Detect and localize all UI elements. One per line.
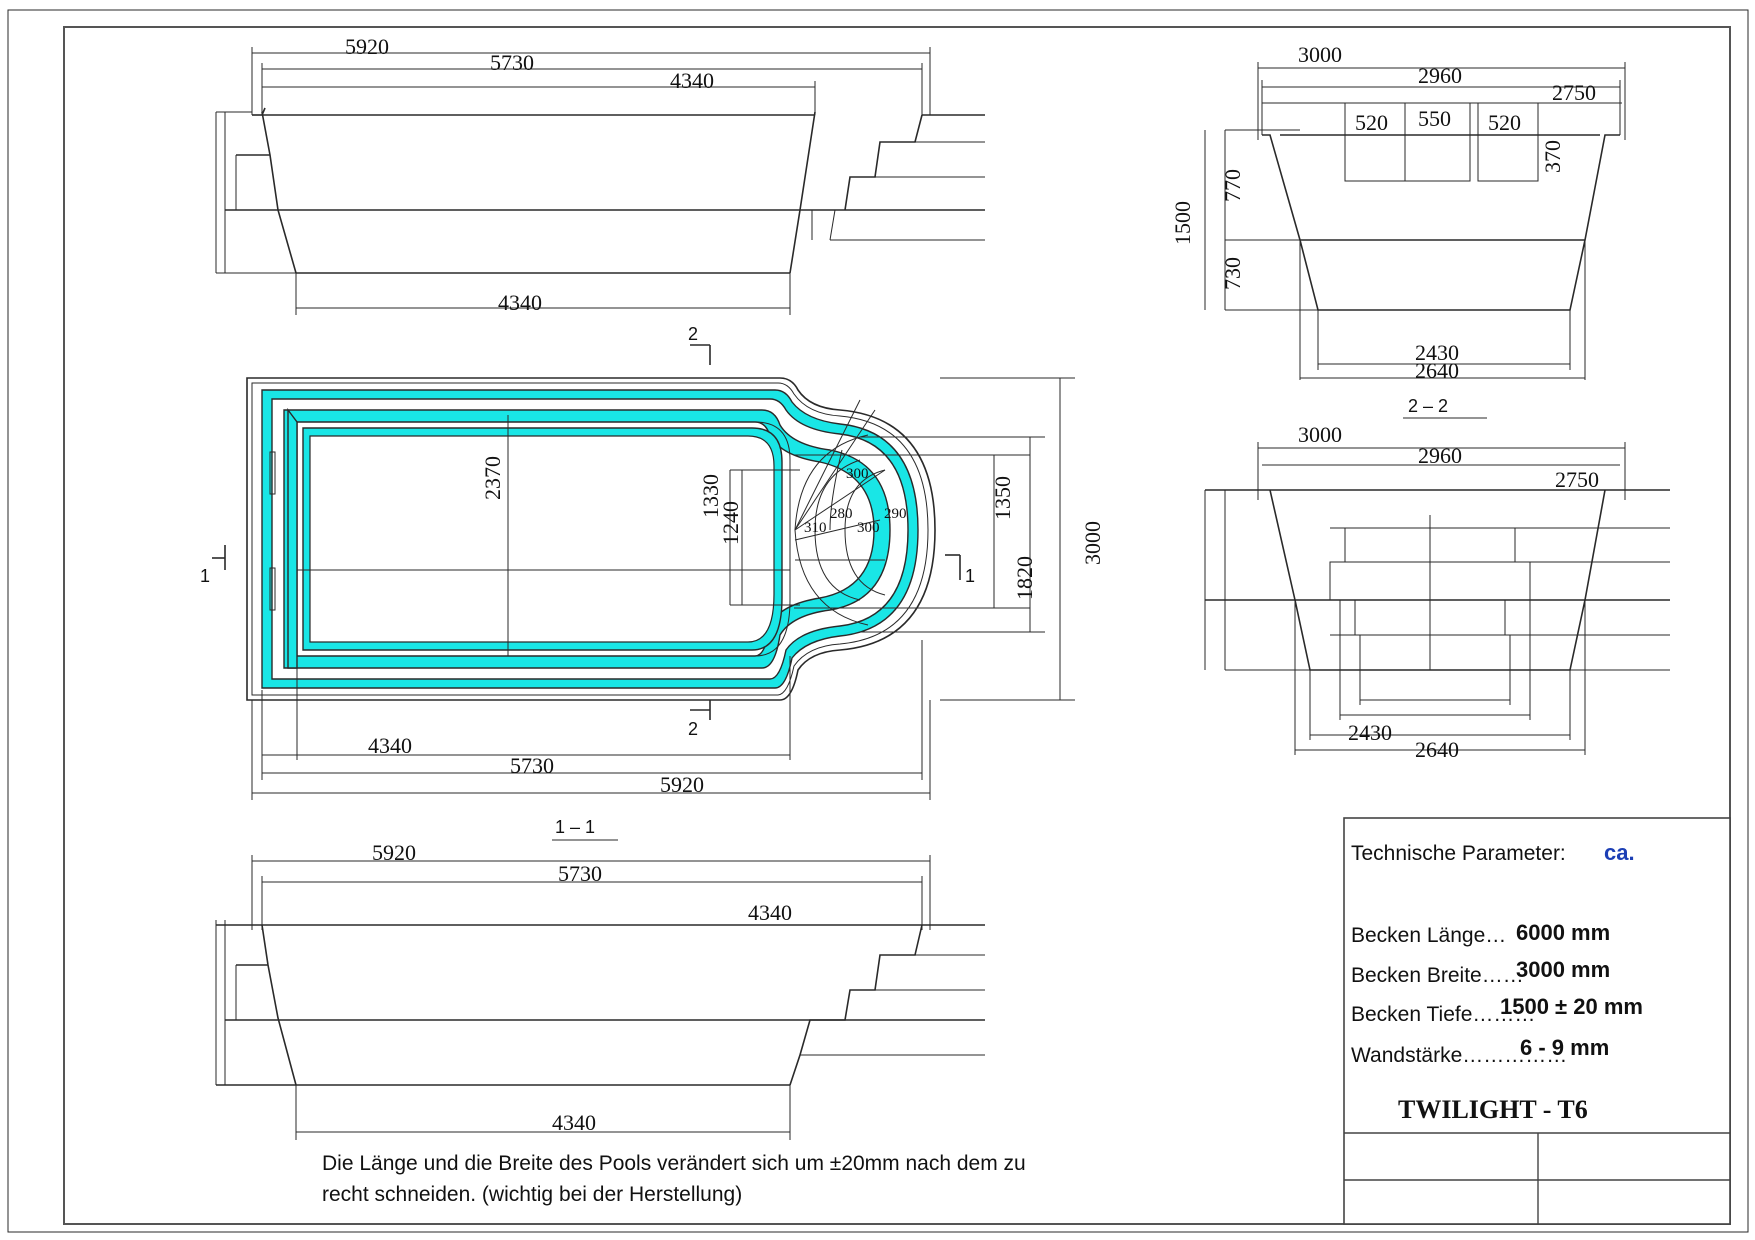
- dim-2640-s2top: 2640: [1415, 358, 1459, 383]
- tech-params-heading: Technische Parameter:: [1351, 842, 1566, 865]
- dim-370: 370: [1540, 140, 1565, 173]
- dim-1820: 1820: [1012, 556, 1037, 600]
- dim-3000-s2top: 3000: [1298, 42, 1342, 67]
- note-line-2: recht schneiden. (wichtig bei der Herste…: [322, 1183, 742, 1206]
- cut-1-right: 1: [965, 566, 975, 586]
- dim-5920-top: 5920: [345, 34, 389, 59]
- dim-2750-s2top: 2750: [1552, 80, 1596, 105]
- length-label: Becken Länge…: [1351, 924, 1506, 947]
- depth-value: 1500 ± 20 mm: [1500, 994, 1643, 1019]
- dim-1240: 1240: [718, 501, 743, 545]
- dim-520b: 520: [1488, 110, 1521, 135]
- width-value: 3000 mm: [1516, 957, 1610, 982]
- dim-770: 770: [1220, 169, 1245, 202]
- dim-5920-section1: 5920: [372, 840, 416, 865]
- dim-5730-plan: 5730: [510, 753, 554, 778]
- dim-5730-section1: 5730: [558, 861, 602, 886]
- section-2-2-label: 2 – 2: [1408, 396, 1448, 416]
- dim-3000-s2bot: 3000: [1298, 422, 1342, 447]
- dim-2370: 2370: [480, 456, 505, 500]
- cut-1-left: 1: [200, 566, 210, 586]
- dim-4340-section1: 4340: [748, 900, 792, 925]
- title-block: Technische Parameter: ca. Becken Länge… …: [1343, 817, 1731, 1225]
- length-value: 6000 mm: [1516, 920, 1610, 945]
- step-290: 290: [884, 506, 907, 522]
- model-name: TWILIGHT - T6: [1398, 1095, 1588, 1124]
- dim-5730-top: 5730: [490, 50, 534, 75]
- dim-4340-top: 4340: [670, 68, 714, 93]
- top-elevation: 5920 5730 4340 4340: [215, 34, 985, 315]
- note-line-1: Die Länge und die Breite des Pools verän…: [322, 1152, 1026, 1175]
- section-2-2-bottom: 3000 2960 2750 2430 2640: [1204, 422, 1670, 762]
- depth-label: Becken Tiefe………: [1351, 1003, 1535, 1026]
- dim-5920-plan: 5920: [660, 772, 704, 797]
- dim-4340-plan: 4340: [368, 733, 412, 758]
- pool-rim-band: [261, 389, 919, 689]
- dim-1330: 1330: [698, 474, 723, 518]
- cut-2-top: 2: [688, 324, 698, 344]
- step-280: 280: [830, 506, 853, 522]
- step-300b: 300: [857, 520, 880, 536]
- tech-params-ca: ca.: [1604, 840, 1635, 865]
- dim-730: 730: [1220, 257, 1245, 290]
- dim-2640-s2bot: 2640: [1415, 737, 1459, 762]
- dim-4340-section1-bottom: 4340: [552, 1110, 596, 1135]
- inner-frame: [63, 26, 1731, 1225]
- dim-2750-s2bot: 2750: [1555, 467, 1599, 492]
- section-1-1: 1 – 1 5920 5730 4340 4340: [215, 817, 985, 1140]
- dim-4340-top-bottom: 4340: [498, 290, 542, 315]
- wall-value: 6 - 9 mm: [1520, 1035, 1609, 1060]
- cut-2-bottom: 2: [688, 719, 698, 739]
- plan-view: 2370 1330 1240 1350 1820 3000 300 280 31…: [200, 324, 1105, 800]
- section-1-1-label: 1 – 1: [555, 817, 595, 837]
- dim-520a: 520: [1355, 110, 1388, 135]
- dim-550: 550: [1418, 106, 1451, 131]
- dim-3000-plan: 3000: [1080, 521, 1105, 565]
- tolerance-note: Die Länge und die Breite des Pools verän…: [322, 1152, 1026, 1206]
- outer-frame: [7, 9, 1749, 1233]
- dim-2430-s2bot: 2430: [1348, 720, 1392, 745]
- step-310: 310: [804, 520, 827, 536]
- dim-2430-s2top: 2430: [1415, 340, 1459, 365]
- dim-2960-s2top: 2960: [1418, 63, 1462, 88]
- dim-1350: 1350: [990, 476, 1015, 520]
- dim-2960-s2bot: 2960: [1418, 443, 1462, 468]
- section-2-2-top: 3000 2960 2750 520 550 520 370 1500 770 …: [1170, 42, 1626, 419]
- wall-label: Wandstärke……………: [1351, 1044, 1567, 1067]
- dim-1500: 1500: [1170, 201, 1195, 245]
- width-label: Becken Breite……: [1351, 964, 1524, 987]
- step-300a: 300: [846, 466, 869, 482]
